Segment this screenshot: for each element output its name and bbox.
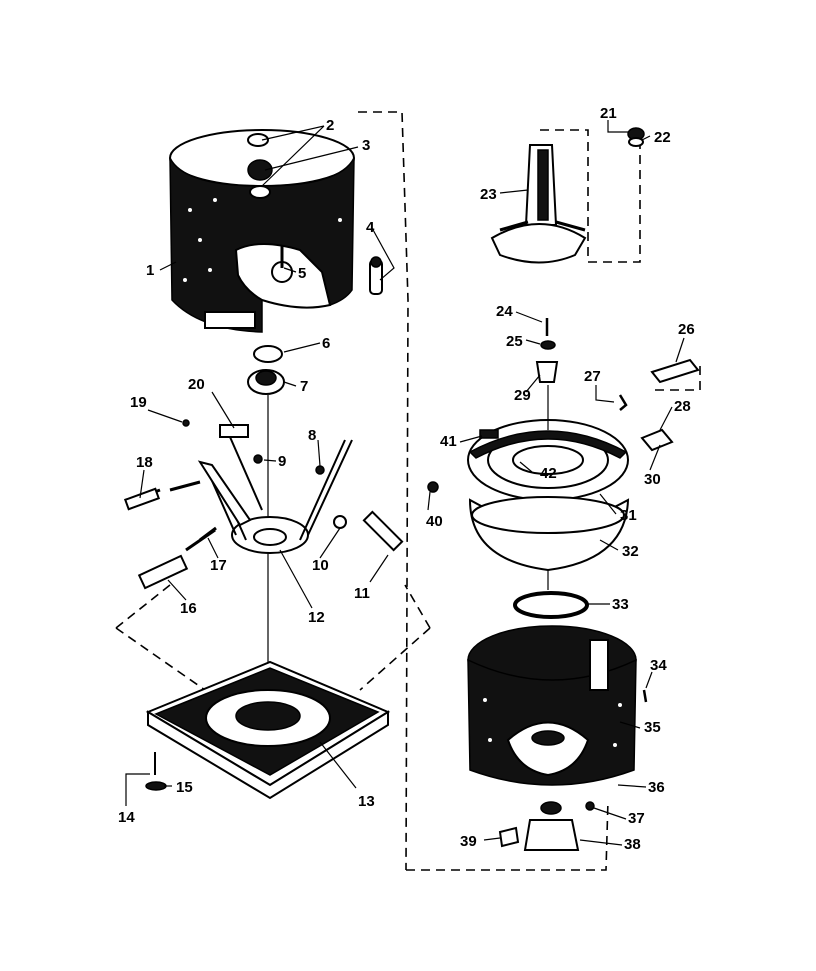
leader-lines [125,120,685,846]
label-4: 4 [366,219,375,236]
label-14: 14 [118,809,135,826]
label-29: 29 [514,387,531,404]
bracket-part-20 [219,424,263,511]
label-9: 9 [278,453,286,470]
label-32: 32 [622,543,639,560]
label-34: 34 [650,657,667,674]
label-2: 2 [326,117,334,134]
screw-part-19 [182,419,190,427]
spin-basket-part-35 [467,625,637,786]
washer-part-10 [333,515,347,529]
part-labels: 1 2 3 4 5 6 7 8 9 10 11 12 13 14 15 16 1… [118,105,695,853]
o-ring-part-6 [253,345,283,363]
agitator-cap [627,127,645,147]
label-12: 12 [308,609,325,626]
label-33: 33 [612,596,629,613]
label-39: 39 [460,833,477,850]
label-18: 18 [136,454,153,471]
part-40 [427,481,439,493]
label-26: 26 [678,321,695,338]
bolt-part-17 [199,526,217,542]
outer-tub [169,129,355,333]
gasket-part-33 [513,591,589,619]
label-8: 8 [308,427,316,444]
plate-part-28-30 [640,428,674,452]
nut-part-8 [315,465,325,475]
label-23: 23 [480,186,497,203]
label-38: 38 [624,836,641,853]
left-assembly-dashed-outline [358,111,409,871]
label-16: 16 [180,600,197,617]
leveling-foot [145,752,167,791]
label-7: 7 [300,378,308,395]
tub-seals-2-3 [247,133,273,199]
pin-part-4 [369,256,383,295]
hub-part-7 [247,369,285,395]
tub-cover-part-32 [468,496,630,572]
nut-part-25 [540,340,556,350]
label-17: 17 [210,557,227,574]
label-20: 20 [188,376,205,393]
base-frame [145,660,391,800]
lever-part-26 [650,358,700,384]
screw-part-37 [585,801,595,811]
label-22: 22 [654,129,671,146]
part-26-dashed-bracket [655,360,701,391]
label-6: 6 [322,335,330,352]
label-28: 28 [674,398,691,415]
drive-hub-part-38 [523,801,580,851]
label-24: 24 [496,303,513,320]
nut-part-9 [253,454,263,464]
clip-part-27 [618,394,628,411]
label-11: 11 [354,585,370,602]
label-36: 36 [648,779,665,796]
agitator-part-23 [490,144,587,264]
suspension-base [197,439,353,554]
coupling-part-29 [535,361,559,383]
spring-part-18 [123,480,201,511]
label-40: 40 [426,513,443,530]
label-13: 13 [358,793,375,810]
label-42: 42 [540,465,557,482]
label-41: 41 [440,433,457,450]
label-15: 15 [176,779,193,796]
block-part-39 [498,826,520,848]
suspension-dashed-outline [115,584,431,691]
leader-4 [371,227,395,281]
label-1: 1 [146,262,154,279]
label-5: 5 [298,265,306,282]
label-31: 31 [620,507,637,524]
label-35: 35 [644,719,661,736]
label-10: 10 [312,557,329,574]
agitator-dashed-outline [540,129,641,263]
label-37: 37 [628,810,645,827]
label-19: 19 [130,394,147,411]
label-21: 21 [600,105,617,122]
label-27: 27 [584,368,601,385]
right-assembly-dashed-outline [406,799,609,871]
label-3: 3 [362,137,370,154]
label-25: 25 [506,333,523,350]
screw-part-34 [642,689,648,703]
tub-ring-assembly [467,419,629,501]
spring-part-11 [362,510,404,552]
label-30: 30 [644,471,661,488]
